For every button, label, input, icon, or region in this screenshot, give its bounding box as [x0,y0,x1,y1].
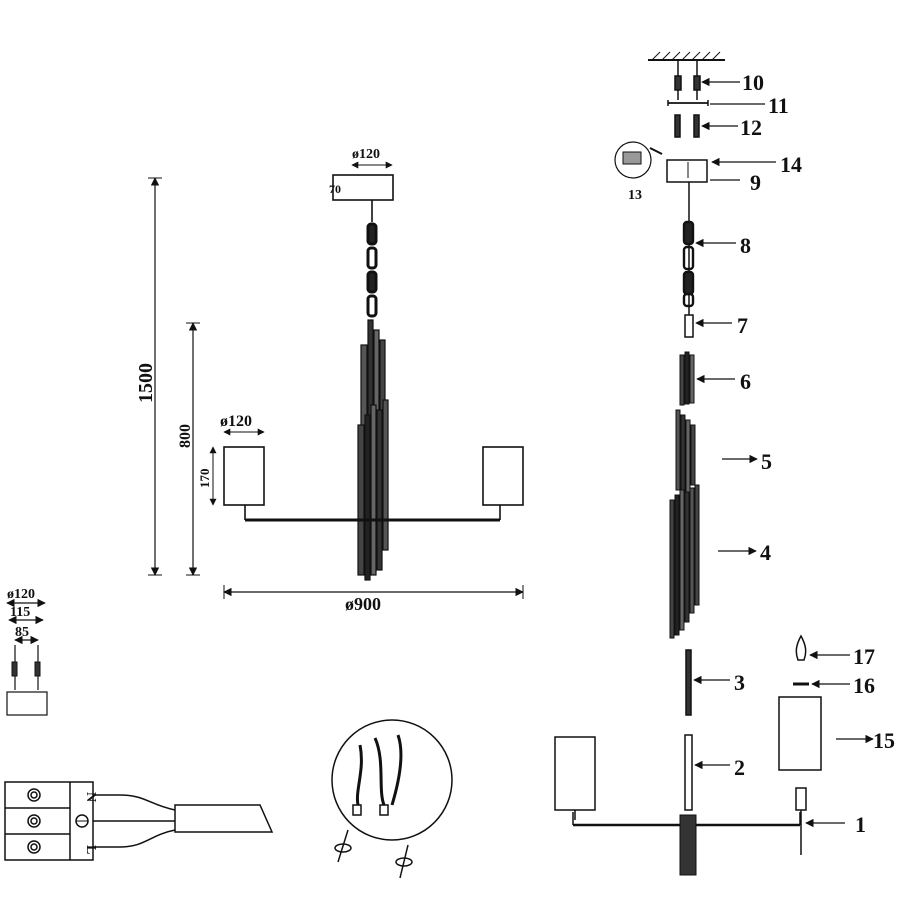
canopy-diameter-label: ø120 [352,147,380,162]
shade-left [223,446,265,506]
overall-width-label: ø900 [345,594,381,614]
part-label-8: 8 [740,233,751,258]
part-label-14: 14 [780,152,802,177]
part-label-11: 11 [768,93,789,118]
overall-view [148,161,524,599]
exploded-view [554,51,822,876]
part-label-13: 13 [628,188,642,203]
mounting-detail [6,598,48,716]
canopy-height-label: 70 [329,182,341,196]
part-label-9: 9 [750,170,761,195]
shade-right [482,446,524,506]
part-label-10: 10 [742,70,764,95]
canopy [332,174,394,201]
shade-diameter-label: ø120 [220,413,252,430]
mount-inner-label: 85 [15,625,29,640]
part-numbers: 1 2 3 4 5 6 7 8 9 10 11 12 13 14 15 16 1… [628,70,895,837]
mounting-detail-labels: ø120 115 85 [7,587,35,640]
part-label-2: 2 [734,755,745,780]
glass-rods [357,319,389,581]
part-label-12: 12 [740,115,762,140]
part-label-6: 6 [740,369,751,394]
terminal-labels: N L [83,792,98,854]
part-label-4: 4 [760,540,771,565]
part-label-15: 15 [873,728,895,753]
wire-detail [331,719,453,879]
total-height-label: 1500 [135,363,157,403]
part-label-3: 3 [734,670,745,695]
terminal-label-n: N [83,792,98,802]
part-label-5: 5 [761,449,772,474]
part-label-1: 1 [855,812,866,837]
mount-mid-label: 115 [10,605,30,620]
overall-view-labels: ø120 70 1500 800 ø120 170 ø900 [135,147,381,614]
shade-height-label: 170 [197,469,212,489]
part-label-7: 7 [737,313,748,338]
part-label-17: 17 [853,644,875,669]
body-height-label: 800 [177,424,194,448]
terminal-block [4,781,274,861]
mount-outer-label: ø120 [7,587,35,602]
chain [366,222,378,318]
terminal-label-l: L [83,845,98,854]
part-leaders [693,77,874,828]
part-label-16: 16 [853,673,875,698]
